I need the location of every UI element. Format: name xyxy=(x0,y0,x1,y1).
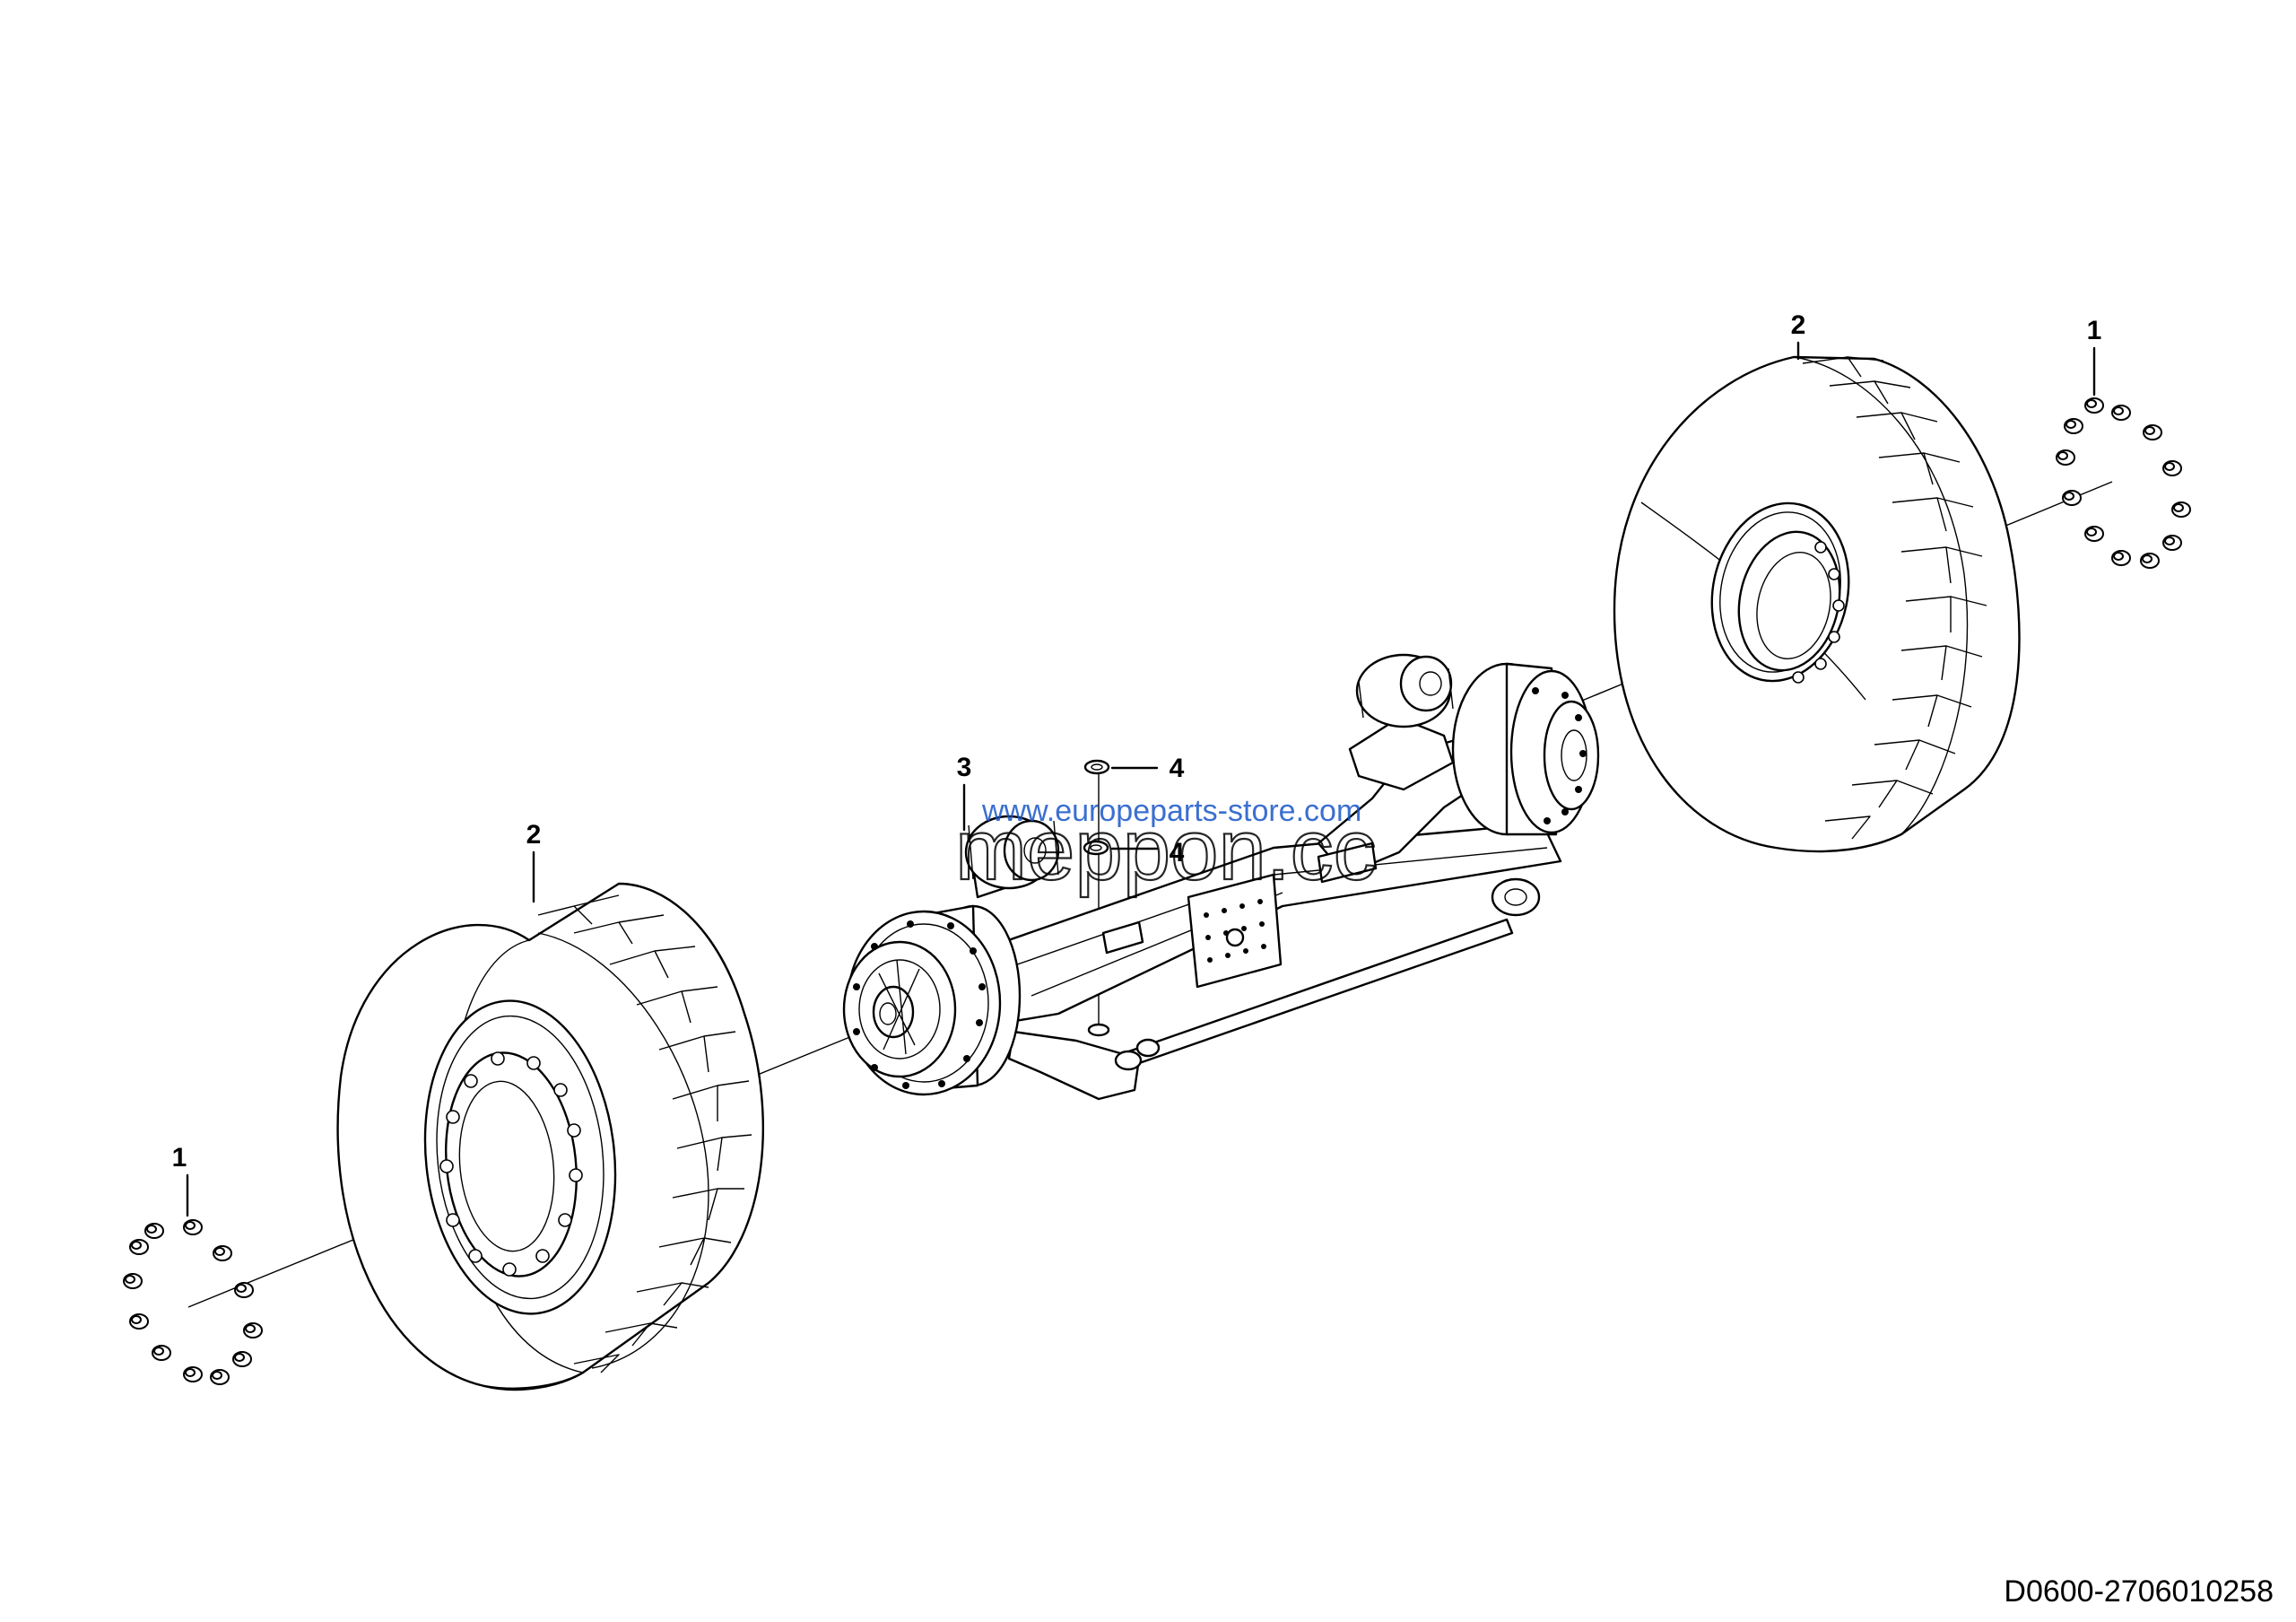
left-tread-pattern xyxy=(537,894,752,1373)
callout-nuts-left: 1 xyxy=(172,1143,187,1173)
drawing-id: D0600-2706010258 xyxy=(2004,1574,2274,1609)
watermark-brand: meppon.cc xyxy=(955,802,1377,898)
watermark-url: www.europeparts-store.com xyxy=(981,794,1361,828)
callout-tire-left: 2 xyxy=(526,820,542,850)
right-axle-mount xyxy=(1348,653,1455,791)
left-rim-stud-holes xyxy=(439,1051,583,1277)
right-wheel-nut-set xyxy=(2056,397,2191,569)
plate-bolt-holes xyxy=(1204,899,1266,963)
washer-top xyxy=(1083,759,1110,775)
left-hub-assembly xyxy=(842,904,1022,1096)
callout-tire-right: 2 xyxy=(1791,310,1806,340)
callout-washer-bottom: 4 xyxy=(1170,838,1185,868)
left-axle-mount xyxy=(964,815,1060,899)
steering-arm xyxy=(1007,1030,1141,1101)
left-wheel xyxy=(336,882,764,1391)
right-ball-joint xyxy=(1491,877,1541,917)
callout-washer-top: 4 xyxy=(1170,754,1185,783)
left-wheel-nut-set xyxy=(123,1219,263,1385)
right-tread-pattern xyxy=(1802,356,1987,840)
front-axle-assembly xyxy=(842,653,1600,1101)
callout-nuts-right: 1 xyxy=(2087,316,2102,345)
callouts: 1 2 3 4 4 2 1 xyxy=(172,310,2102,1217)
washer-bottom xyxy=(1083,840,1109,856)
beam-pad-left xyxy=(1101,920,1144,955)
right-hub-assembly xyxy=(1451,662,1600,836)
beam-pad-right xyxy=(1317,842,1378,884)
callout-mount-left: 3 xyxy=(957,753,972,782)
right-wheel xyxy=(1613,355,2021,853)
watermark: meppon.cc www.europeparts-store.com xyxy=(954,794,1378,899)
washer-seat xyxy=(1087,1023,1110,1037)
right-rim-stud-holes xyxy=(1792,541,1845,684)
